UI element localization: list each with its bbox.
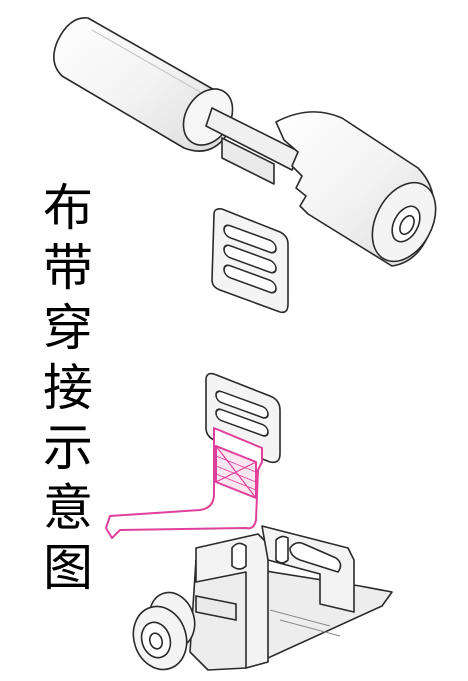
caption-char: 示 [43,419,93,477]
roller-icon [53,17,437,267]
buckle-icon [211,208,289,314]
caption-char: 图 [43,539,93,597]
right-roller-pad [275,111,437,267]
left-roller-pad [53,17,234,152]
fabric-strap [105,427,263,539]
caption-char: 意 [43,479,93,537]
diagram-caption: 布 带 穿 接 示 意 图 [36,178,100,598]
clamp-bracket-icon [189,525,393,671]
knob-icon [132,591,237,671]
caption-char: 穿 [43,299,93,357]
caption-char: 接 [43,359,93,417]
caption-char: 带 [43,239,93,297]
roller-axle [205,107,301,185]
caption-char: 布 [43,179,93,237]
